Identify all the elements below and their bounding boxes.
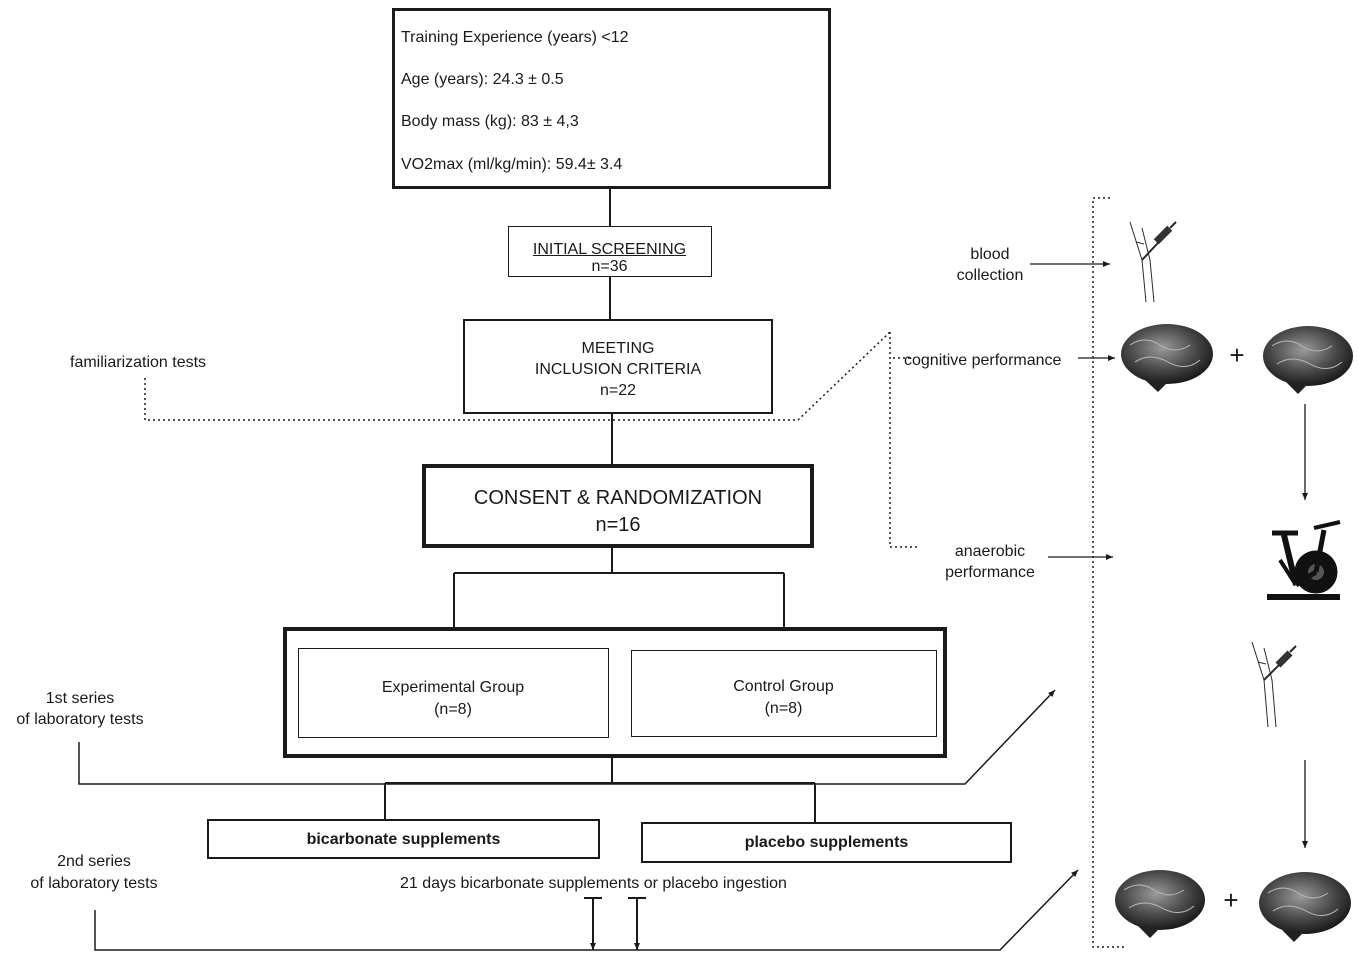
ingestion-arrows	[584, 897, 646, 950]
participants-box: Training Experience (years) <12 Age (yea…	[392, 8, 831, 189]
first-series-label-2: of laboratory tests	[16, 711, 144, 728]
blood-label-1: blood	[970, 246, 1010, 263]
control-group-box: Control Group (n=8)	[631, 650, 937, 737]
initial-screening-box: INITIAL SCREENING n=36	[508, 226, 712, 277]
control-title: Control Group	[733, 678, 834, 695]
body-mass-text: Body mass (kg): 83 ± 4,3	[401, 113, 579, 130]
experimental-group-box: Experimental Group (n=8)	[298, 648, 609, 738]
inclusion-line2: INCLUSION CRITERIA	[534, 361, 702, 378]
plus-top: +	[1229, 340, 1245, 370]
plus-bottom: +	[1223, 885, 1239, 915]
bicarbonate-supplements-box: bicarbonate supplements	[207, 819, 600, 859]
placebo-label: placebo supplements	[744, 834, 909, 851]
brain-icon-2	[1263, 326, 1353, 394]
consent-n: n=16	[595, 514, 641, 536]
inclusion-criteria-box: MEETING INCLUSION CRITERIA n=22	[463, 319, 773, 414]
second-series-label-2: of laboratory tests	[30, 875, 158, 892]
blood-label-2: collection	[956, 267, 1024, 284]
brain-icon-1	[1121, 324, 1213, 392]
consent-title: CONSENT & RANDOMIZATION	[473, 487, 763, 509]
experimental-n: (n=8)	[434, 701, 472, 718]
age-text: Age (years): 24.3 ± 0.5	[401, 71, 564, 88]
cognitive-label: cognitive performance	[904, 352, 1062, 369]
first-series-label-1: 1st series	[45, 690, 115, 707]
consent-randomization-box: CONSENT & RANDOMIZATION n=16	[422, 464, 814, 548]
series-lines	[78, 689, 1079, 951]
procedure-arrows	[1030, 261, 1308, 848]
screening-title: INITIAL SCREENING	[532, 241, 687, 258]
brain-icon-4	[1259, 872, 1351, 942]
syringe-arm-icon	[1129, 221, 1297, 728]
screening-n: n=36	[591, 260, 628, 274]
inclusion-line1: MEETING	[581, 340, 655, 357]
familiarization-label: familiarization tests	[70, 354, 207, 371]
inclusion-n: n=22	[599, 382, 637, 399]
main-flow-lines	[384, 188, 816, 823]
placebo-supplements-box: placebo supplements	[641, 822, 1012, 863]
vo2max-text: VO2max (ml/kg/min): 59.4± 3.4	[401, 156, 623, 173]
anaerobic-label-2: performance	[945, 564, 1035, 581]
training-experience-text: Training Experience (years) <12	[401, 29, 629, 46]
anaerobic-label-1: anaerobic	[954, 543, 1026, 560]
brain-icon-3	[1115, 870, 1205, 938]
experimental-title: Experimental Group	[381, 679, 525, 696]
exercise-bike-icon	[1267, 520, 1341, 600]
bicarbonate-label: bicarbonate supplements	[306, 831, 501, 848]
familiarization-dotted-lines	[144, 197, 1125, 948]
control-n: (n=8)	[764, 700, 803, 717]
ingestion-text: 21 days bicarbonate supplements or place…	[400, 875, 787, 892]
second-series-label-1: 2nd series	[57, 853, 131, 870]
